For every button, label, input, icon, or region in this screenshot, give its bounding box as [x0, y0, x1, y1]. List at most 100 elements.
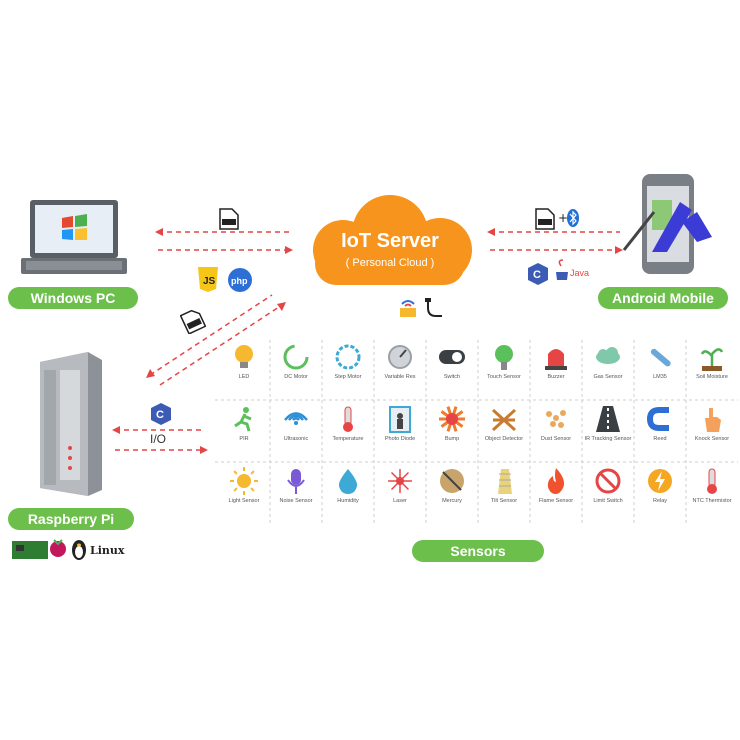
- tux-penguin-icon: [72, 540, 86, 560]
- arrow-pi-up: [149, 294, 273, 376]
- javascript-badge-icon: JS: [198, 267, 218, 292]
- thermometer-icon: [343, 406, 353, 432]
- sensor-gas-sensor: Gas Sensor: [582, 342, 634, 396]
- sensor-label: Humidity: [337, 498, 359, 504]
- walker-icon: [234, 407, 252, 432]
- sensor-label: Flame Sensor: [538, 498, 574, 504]
- tower-icon: [498, 469, 512, 494]
- svg-text:C: C: [156, 409, 164, 421]
- java-icon: Java: [556, 259, 589, 280]
- sensor-pir: PIR: [218, 404, 270, 458]
- sensor-label: Object Detector: [484, 436, 524, 442]
- laptop-icon: [21, 200, 127, 274]
- dust-icon: [546, 410, 566, 428]
- sensor-temperature: Temperature: [322, 404, 374, 458]
- sensor-label: IR Tracking Sensor: [584, 436, 632, 442]
- svg-text:Java: Java: [570, 268, 589, 278]
- sensor-label: Tilt Sensor: [490, 498, 518, 504]
- sensor-label: Touch Sensor: [487, 374, 521, 380]
- sensor-buzzer: Buzzer: [530, 342, 582, 396]
- windows-logo-icon: [62, 214, 87, 240]
- sensor-humidity: Humidity: [322, 466, 374, 520]
- hand-icon: [705, 408, 721, 432]
- sensor-label: Variable Res: [384, 374, 416, 380]
- drop-icon: [338, 469, 358, 494]
- sensor-step-motor: Step Motor: [322, 342, 374, 396]
- svg-text:php: php: [231, 276, 248, 286]
- sensor-bump: Bump: [426, 404, 478, 458]
- document-icon: [180, 309, 206, 334]
- road-icon: [596, 406, 620, 432]
- laser-icon: [388, 469, 412, 493]
- probe-icon: [650, 348, 671, 367]
- sensor-label: Limit Switch: [593, 498, 623, 504]
- sensor-label: Gas Sensor: [593, 374, 623, 380]
- sensor-label: Temperature: [332, 436, 364, 442]
- sensor-noise-sensor: Noise Sensor: [270, 466, 322, 520]
- ntc-icon: [707, 468, 717, 494]
- document-icon: [219, 208, 239, 230]
- sensor-tilt-sensor: Tilt Sensor: [478, 466, 530, 520]
- sensor-label: Buzzer: [547, 374, 565, 380]
- sensor-relay: Relay: [634, 466, 686, 520]
- gas-icon: [596, 347, 620, 364]
- raspberry-pi-label: Raspberry Pi: [8, 508, 134, 530]
- bulb-icon: [235, 345, 253, 368]
- bluetooth-icon: +: [558, 209, 579, 227]
- arrow-pi-down: [159, 304, 283, 386]
- knob-icon: [388, 345, 412, 369]
- sensor-label: Reed: [653, 436, 667, 442]
- sensor-ultrasonic: Ultrasonic: [270, 404, 322, 458]
- sensor-label: Laser: [393, 498, 407, 504]
- sensor-limit-switch: Limit Switch: [582, 466, 634, 520]
- door-icon: [389, 406, 411, 433]
- no-icon: [595, 468, 621, 494]
- sensor-dust-sensor: Dust Sensor: [530, 404, 582, 458]
- sensor-label: Dust Sensor: [540, 436, 572, 442]
- sensor-soil-moisture: Soil Moisture: [686, 342, 738, 396]
- sensors-label: Sensors: [412, 540, 544, 562]
- php-icon: php: [228, 268, 252, 292]
- sensor-led: LED: [218, 342, 270, 396]
- sensor-object-detector: Object Detector: [478, 404, 530, 458]
- sensor-photo-diode: Photo Diode: [374, 404, 426, 458]
- fence-icon: [491, 408, 517, 432]
- sensor-label: Knock Sensor: [694, 436, 730, 442]
- burst-icon: [439, 406, 465, 432]
- bolt-icon: [648, 469, 672, 493]
- sensor-touch-sensor: Touch Sensor: [478, 342, 530, 396]
- svg-text:JS: JS: [203, 276, 216, 287]
- c-language-icon: C: [528, 263, 548, 285]
- sensor-label: LM35: [653, 374, 667, 380]
- sensor-laser: Laser: [374, 466, 426, 520]
- switch-icon: [439, 350, 465, 364]
- windows-pc-label: Windows PC: [8, 287, 138, 309]
- wifi-icon: [284, 412, 308, 425]
- sensor-lm35: LM35: [634, 342, 686, 396]
- sensor-label: Mercury: [442, 498, 462, 504]
- plant-icon: [700, 348, 724, 371]
- svg-text:+: +: [558, 211, 568, 225]
- router-icon: [400, 298, 442, 317]
- step-motor-icon: [335, 344, 361, 370]
- io-label: I/O: [150, 432, 167, 446]
- sensor-variable-res: Variable Res: [374, 342, 426, 396]
- sensor-label: NTC Thermistor: [692, 498, 732, 504]
- document-icon: [535, 208, 555, 230]
- magnet-icon: [646, 407, 669, 431]
- sensor-label: Bump: [444, 436, 460, 442]
- sun-icon: [230, 467, 258, 495]
- sensor-label: Light Sensor: [228, 498, 260, 504]
- sensor-switch: Switch: [426, 342, 478, 396]
- sensor-label: Ultrasonic: [283, 436, 309, 442]
- android-phone-icon: [622, 174, 712, 274]
- linux-label: Linux: [90, 544, 125, 557]
- sensor-ntc-thermistor: NTC Thermistor: [686, 466, 738, 520]
- iot-server-cloud: [313, 195, 472, 285]
- sensor-mercury: Mercury: [426, 466, 478, 520]
- sensor-ir-tracking-sensor: IR Tracking Sensor: [582, 404, 634, 458]
- touch-icon: [495, 345, 513, 370]
- sensor-light-sensor: Light Sensor: [218, 466, 270, 520]
- siren-icon: [545, 349, 567, 370]
